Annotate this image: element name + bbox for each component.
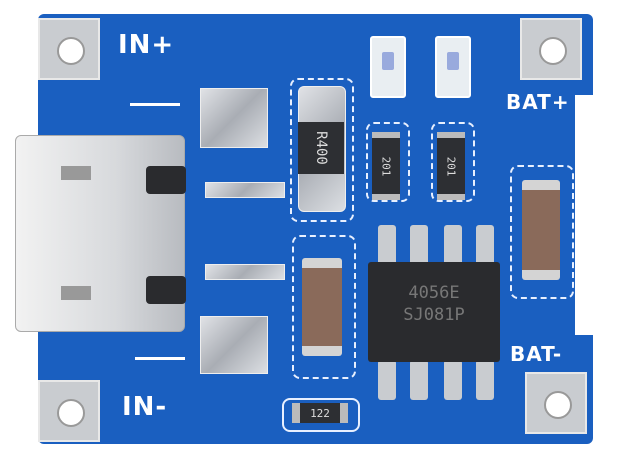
solder-strip [205,264,285,280]
resistor-r400: R400 [298,122,344,174]
capacitor-outline [510,165,574,299]
mounting-hole-top-left [38,18,100,80]
ic-pin [444,360,462,400]
usb-slot [61,286,91,300]
resistor-201-a: 201 [372,132,400,200]
solder-pad-top [200,88,268,148]
capacitor-output [522,180,560,280]
usb-tab [146,166,186,194]
mounting-hole-top-right [520,18,582,80]
board-notch [575,95,605,335]
ic-pin [476,225,494,265]
resistor-122: 122 [292,403,348,423]
ic-marking-line2: SJ081P [403,305,465,325]
usb-tab [146,276,186,304]
resistor-r400-marking: R400 [313,131,329,165]
capacitor-outline [292,235,356,379]
resistor-marking: 201 [379,156,393,176]
led-charging [370,36,406,98]
label-in-plus: IN+ [118,30,175,60]
usb-slot [61,166,91,180]
mounting-hole-bottom-right [525,372,587,434]
silk-line [130,103,180,106]
ic-pin [444,225,462,265]
label-in-minus: IN- [122,392,168,422]
label-bat-plus: BAT+ [506,90,570,114]
resistor-outline [290,78,354,222]
micro-usb-connector[interactable] [15,135,186,332]
led-standby [435,36,471,98]
ic-pin [378,225,396,265]
label-bat-minus: BAT- [510,342,563,366]
silk-line [135,357,185,360]
solder-strip [205,182,285,198]
ic-pin [378,360,396,400]
ic-pin [410,225,428,265]
ic-pin [410,360,428,400]
resistor-marking: 122 [310,406,330,420]
ic-pin [476,360,494,400]
resistor-marking: 201 [444,156,458,176]
capacitor-input [302,258,342,356]
mounting-hole-bottom-left [38,380,100,442]
resistor-outline [431,122,475,202]
resistor-outline [282,398,360,432]
ic-marking-line1: 4056E [408,283,460,303]
resistor-201-b: 201 [437,132,465,200]
solder-pad-bottom [200,316,268,374]
resistor-outline [366,122,410,202]
tp4056-ic: 4056E SJ081P [368,262,500,362]
